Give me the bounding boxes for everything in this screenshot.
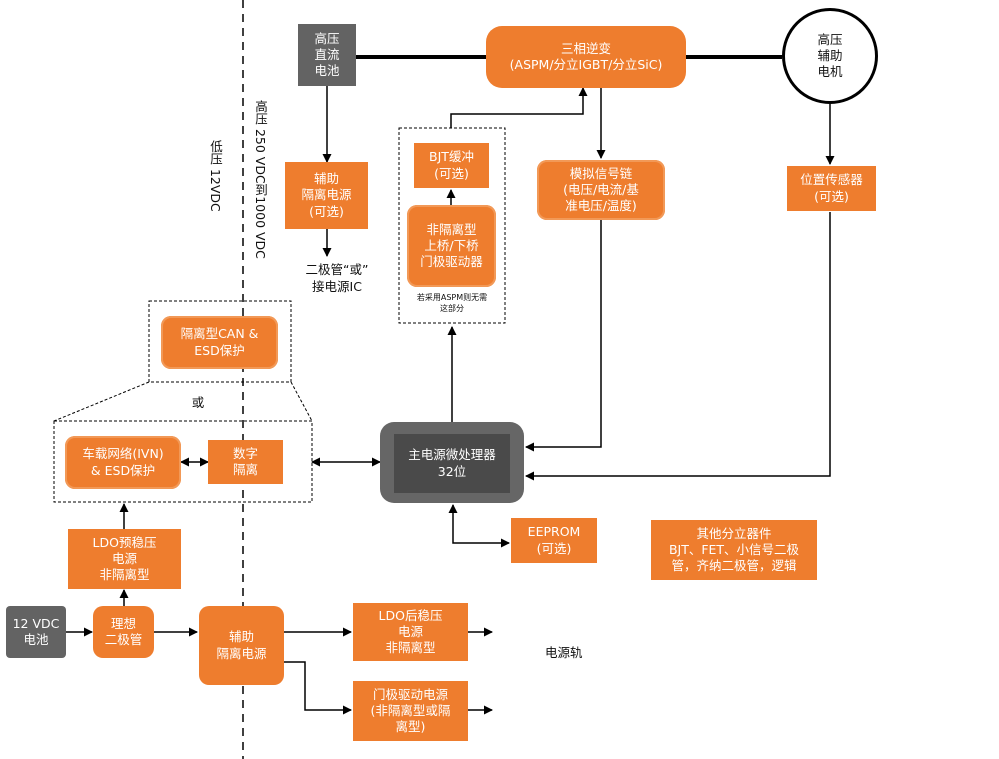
gate-drive-supply-block: 门极驱动电源 (非隔离型或隔 离型): [353, 681, 468, 741]
aux-isolated-supply-hv-block: 辅助 隔离电源 (可选): [285, 162, 368, 229]
ldo-post-regulator-block: LDO后稳压 电源 非隔离型: [353, 603, 468, 661]
high-voltage-zone-label: 高压 250 VDC到1000 VDC: [253, 100, 268, 259]
mcu-block: 主电源微处理器 32位: [380, 422, 524, 503]
ldo-pre-regulator-block: LDO预稳压 电源 非隔离型: [68, 529, 181, 589]
eeprom-block: EEPROM (可选): [511, 518, 597, 563]
hv-battery-block: 高压 直流 电池: [298, 24, 356, 86]
lv-battery-block: 12 VDC 电池: [6, 606, 66, 658]
discrete-components-block: 其他分立器件 BJT、FET、小信号二极 管，齐纳二极管，逻辑: [651, 520, 817, 580]
mcu-label: 主电源微处理器 32位: [394, 434, 510, 493]
hv-aux-motor-block: 高压 辅助 电机: [782, 8, 878, 104]
ivn-esd-block: 车载网络(IVN) & ESD保护: [65, 436, 181, 489]
inverter-block: 三相逆变 (ASPM/分立IGBT/分立SiC): [486, 26, 686, 88]
low-voltage-zone-label: 低压 12VDC: [208, 140, 223, 212]
bjt-buffer-block: BJT缓冲 (可选): [414, 143, 489, 188]
aspm-note-label: 若采用ASPM则无需 这部分: [416, 293, 488, 313]
diode-or-ic-label: 二极管“或” 接电源IC: [305, 262, 369, 294]
digital-isolation-block: 数字 隔离: [208, 440, 283, 484]
ideal-diode-block: 理想 二极管: [93, 606, 154, 658]
gate-driver-hv-block: 非隔离型 上桥/下桥 门极驱动器: [407, 205, 496, 287]
isolated-can-block: 隔离型CAN & ESD保护: [161, 316, 278, 369]
or-label: 或: [191, 395, 205, 410]
isolated-can-region: [148, 300, 292, 383]
gate-driver-region: [398, 127, 506, 324]
position-sensor-block: 位置传感器 (可选): [787, 166, 876, 211]
analog-signal-chain-block: 模拟信号链 (电压/电流/基 准电压/温度): [537, 160, 665, 220]
ivn-region: [53, 420, 313, 503]
aux-isolated-supply-lv-block: 辅助 隔离电源: [199, 606, 284, 685]
power-rail-label: 电源轨: [545, 645, 583, 660]
